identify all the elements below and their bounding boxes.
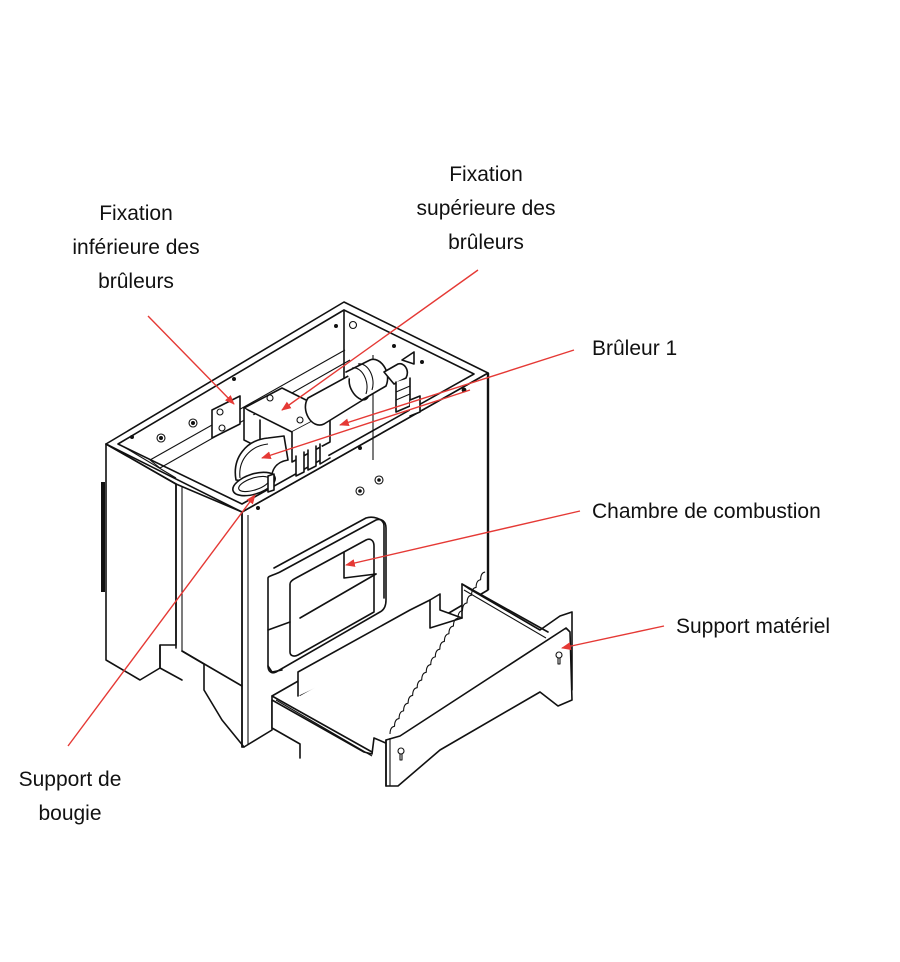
leader-chambre-combustion — [345, 510, 581, 567]
label-line: Support de — [18, 768, 122, 791]
leader-support-materiel — [561, 625, 665, 650]
leader-fixation-inferieure — [147, 315, 235, 405]
label-line: inférieure des — [72, 236, 200, 259]
label-fixation-inferieure: Fixation inférieure des brûleurs — [56, 197, 216, 299]
label-line: Support matériel — [676, 615, 831, 638]
label-chambre-combustion: Chambre de combustion — [592, 495, 821, 529]
keyhole-left — [397, 747, 405, 761]
leader-lines — [67, 269, 665, 747]
label-line: bougie — [38, 802, 102, 825]
keyhole-right — [555, 651, 563, 665]
label-line: brûleurs — [98, 270, 174, 293]
material-support-tray — [271, 571, 573, 787]
label-line: Fixation — [99, 202, 173, 225]
leader-bruleur-1-b — [261, 389, 471, 459]
combustion-chamber — [267, 516, 387, 674]
label-line: supérieure des — [416, 197, 556, 220]
label-line: Fixation — [449, 163, 523, 186]
label-line: brûleurs — [448, 231, 524, 254]
label-fixation-superieure: Fixation supérieure des brûleurs — [396, 158, 576, 260]
leader-bruleur-1 — [339, 349, 575, 427]
label-support-bougie: Support de bougie — [4, 763, 136, 831]
label-bruleur-1: Brûleur 1 — [592, 332, 677, 366]
label-line: Chambre de combustion — [592, 500, 821, 523]
leader-fixation-superieure — [281, 269, 479, 411]
label-support-materiel: Support matériel — [676, 610, 830, 644]
label-line: Brûleur 1 — [592, 337, 678, 360]
leader-support-bougie — [67, 494, 256, 747]
